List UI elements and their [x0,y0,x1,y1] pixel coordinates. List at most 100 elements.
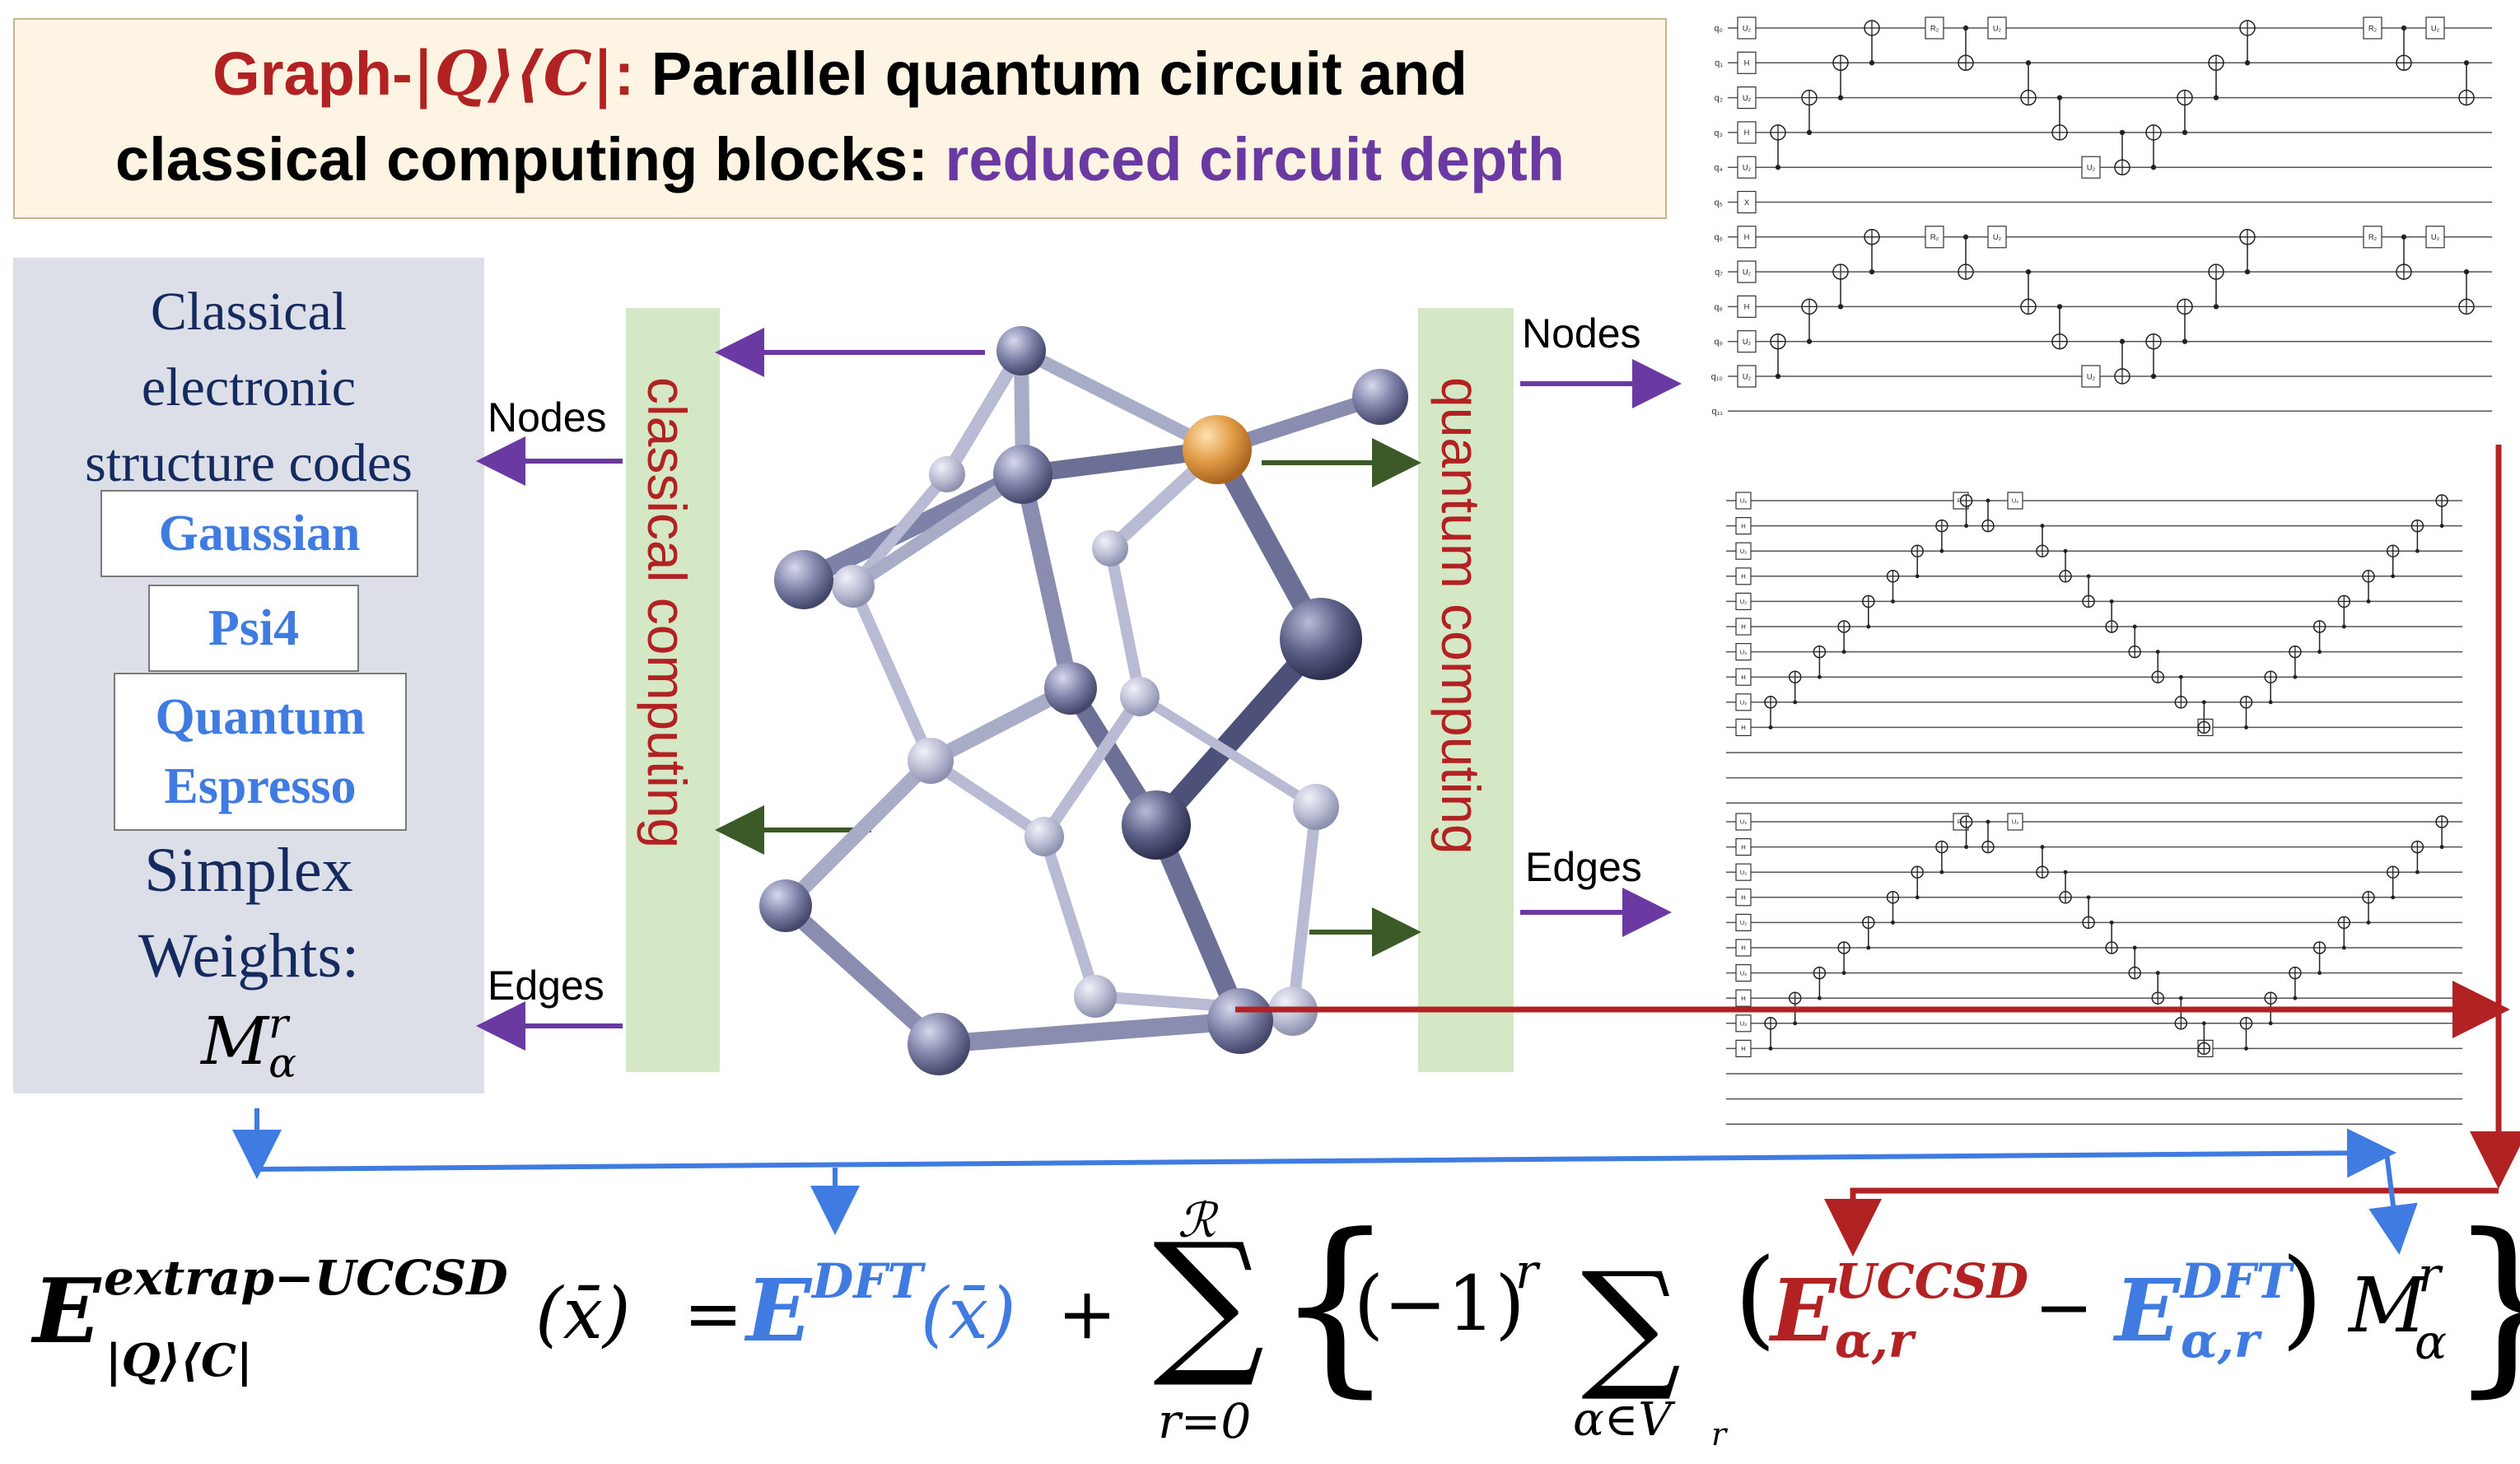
gate-box [1737,121,1757,144]
eq-dft2-E: E [2115,1260,2181,1361]
circuit-middle: U₂HU₂HU₂HU₂HU₂HR₂U₂U₂ [1726,492,2462,804]
gate-label: R₂ [1930,233,1939,241]
cnot-control [2109,920,2114,925]
qubit-label: q₇ [1715,268,1723,277]
flow-arrows [476,328,1682,1051]
eq-dft-xbar: (x̄) [921,1273,1016,1355]
cnot-control [2244,268,2251,275]
cnot-control [1915,895,1920,900]
cnot-control [2391,895,2396,900]
eq-right-paren: ) [2281,1235,2323,1360]
cnot-control [1986,498,1990,503]
edges-right-label: Edges [1525,844,1642,890]
gate-label: U₂ [1740,548,1748,555]
gate-label: U₂ [1743,338,1752,346]
qubit-label: q₉ [1715,338,1723,347]
molecule-atoms [759,326,1408,1075]
gate-box [1925,226,1944,249]
code-box-psi4: Psi4 [148,585,359,672]
cnot-control [1768,1046,1773,1051]
code-espresso: Espresso [164,758,357,814]
eq-weight-sub: α [2415,1314,2448,1370]
gate-label: U₂ [1740,497,1748,505]
gate-box [1737,86,1757,110]
circuit-bottom: U₂HU₂HU₂HU₂HU₂HR₂U₂U₂ [1726,813,2462,1125]
cnot-control [2415,870,2420,874]
eq-equals: = [684,1273,744,1355]
cnot-control [2317,971,2322,976]
cnot-control [1775,373,1781,380]
eq-sum-top: ℛ [1178,1192,1216,1248]
cnot-control [2150,373,2157,380]
cnot-control [2268,1021,2273,1026]
gate-label: U₂ [2087,372,2096,380]
circuit-top: q₀q₁q₂q₃q₄q₅q₆q₇q₈q₉q₁₀q₁₁U₂HU₂HU₂XHU₂HU… [1711,16,2492,417]
eq-lhs-sup: extrap−UCCSD [104,1250,508,1306]
cnot-control [1806,338,1813,344]
gate-box [1735,813,1752,831]
cnot-control [2178,995,2183,1000]
cnot-control [2366,920,2371,925]
eq-left-brace: { [1275,1195,1396,1415]
gate-label: U₂ [1740,969,1748,977]
weight-base: M [201,1003,269,1079]
gate-label: U₂ [2087,164,2096,172]
cnot-control [2463,268,2470,275]
code-box-quantum-espresso: Quantum Espresso [114,673,407,831]
atom [1044,662,1097,715]
cnot-control [1891,920,1895,925]
cnot-control [2391,574,2396,579]
gate-box [2425,226,2445,249]
edges-left-label: Edges [488,963,604,1009]
quantum-computing-bar: quantum computing [1418,308,1514,1072]
cnot-control [2063,548,2068,553]
eq-sign: (−1) [1354,1260,1525,1348]
cnot-control [1939,548,1944,553]
gate-label: H [1741,1045,1746,1052]
gate-box [2363,16,2382,40]
cnot-control [2040,845,2045,850]
cnot-control [2439,845,2444,850]
classical-computing-bar: classical computing [626,308,720,1072]
red-arrow-to-uccsd [1824,1187,2499,1257]
title-colon: : [614,40,635,108]
atom-gold [1183,415,1252,484]
cnot-control [1775,165,1781,170]
cnot-control [2268,700,2273,705]
code-quantum: Quantum [155,689,366,745]
nodes-left-label: Nodes [488,394,607,441]
cnot-control [2155,650,2160,655]
cnot-control [2132,945,2137,950]
eq-sum-symbol: ∑ [1153,1210,1265,1392]
cnot-control [1962,234,1969,240]
cnot-control [1986,819,1990,824]
cnot-control [2025,268,2032,275]
cnot-control [2119,338,2126,344]
gate-box [1735,939,1752,957]
code-psi4: Psi4 [208,600,300,656]
cnot-control [2178,674,2183,679]
cnot-control [2401,234,2407,240]
cnot-control [1768,725,1773,730]
gate-box [1735,642,1752,661]
gate-label: U₂ [1993,24,2002,32]
weight-sub: α [268,1039,296,1087]
equation-connectors [232,445,2520,1257]
cnot-control [1962,25,1969,31]
gate-label: H [1741,944,1746,952]
extrapolation-equation: E extrap−UCCSD |Q⟩⟨C| (x̄) = E DFT (x̄) … [33,1192,2520,1457]
atom [1122,790,1191,860]
eq-weight-sup: r [2418,1247,2441,1303]
gate-label: H [1741,674,1746,681]
eq-inner-sum-symbol: ∑ [1581,1243,1682,1406]
gate-box [1735,837,1752,856]
cnot-control [1837,95,1844,100]
panel-heading-line-3: structure codes [85,433,413,493]
cnot-control [2086,895,2091,900]
atom [908,738,954,784]
panel-heading-line-1: Classical [150,282,348,342]
classical-codes-panel: Classical electronic structure codes Gau… [13,258,484,1093]
cnot-control [1841,650,1846,655]
gate-label: U₂ [2431,233,2440,241]
gate-label: R₂ [1930,24,1939,32]
